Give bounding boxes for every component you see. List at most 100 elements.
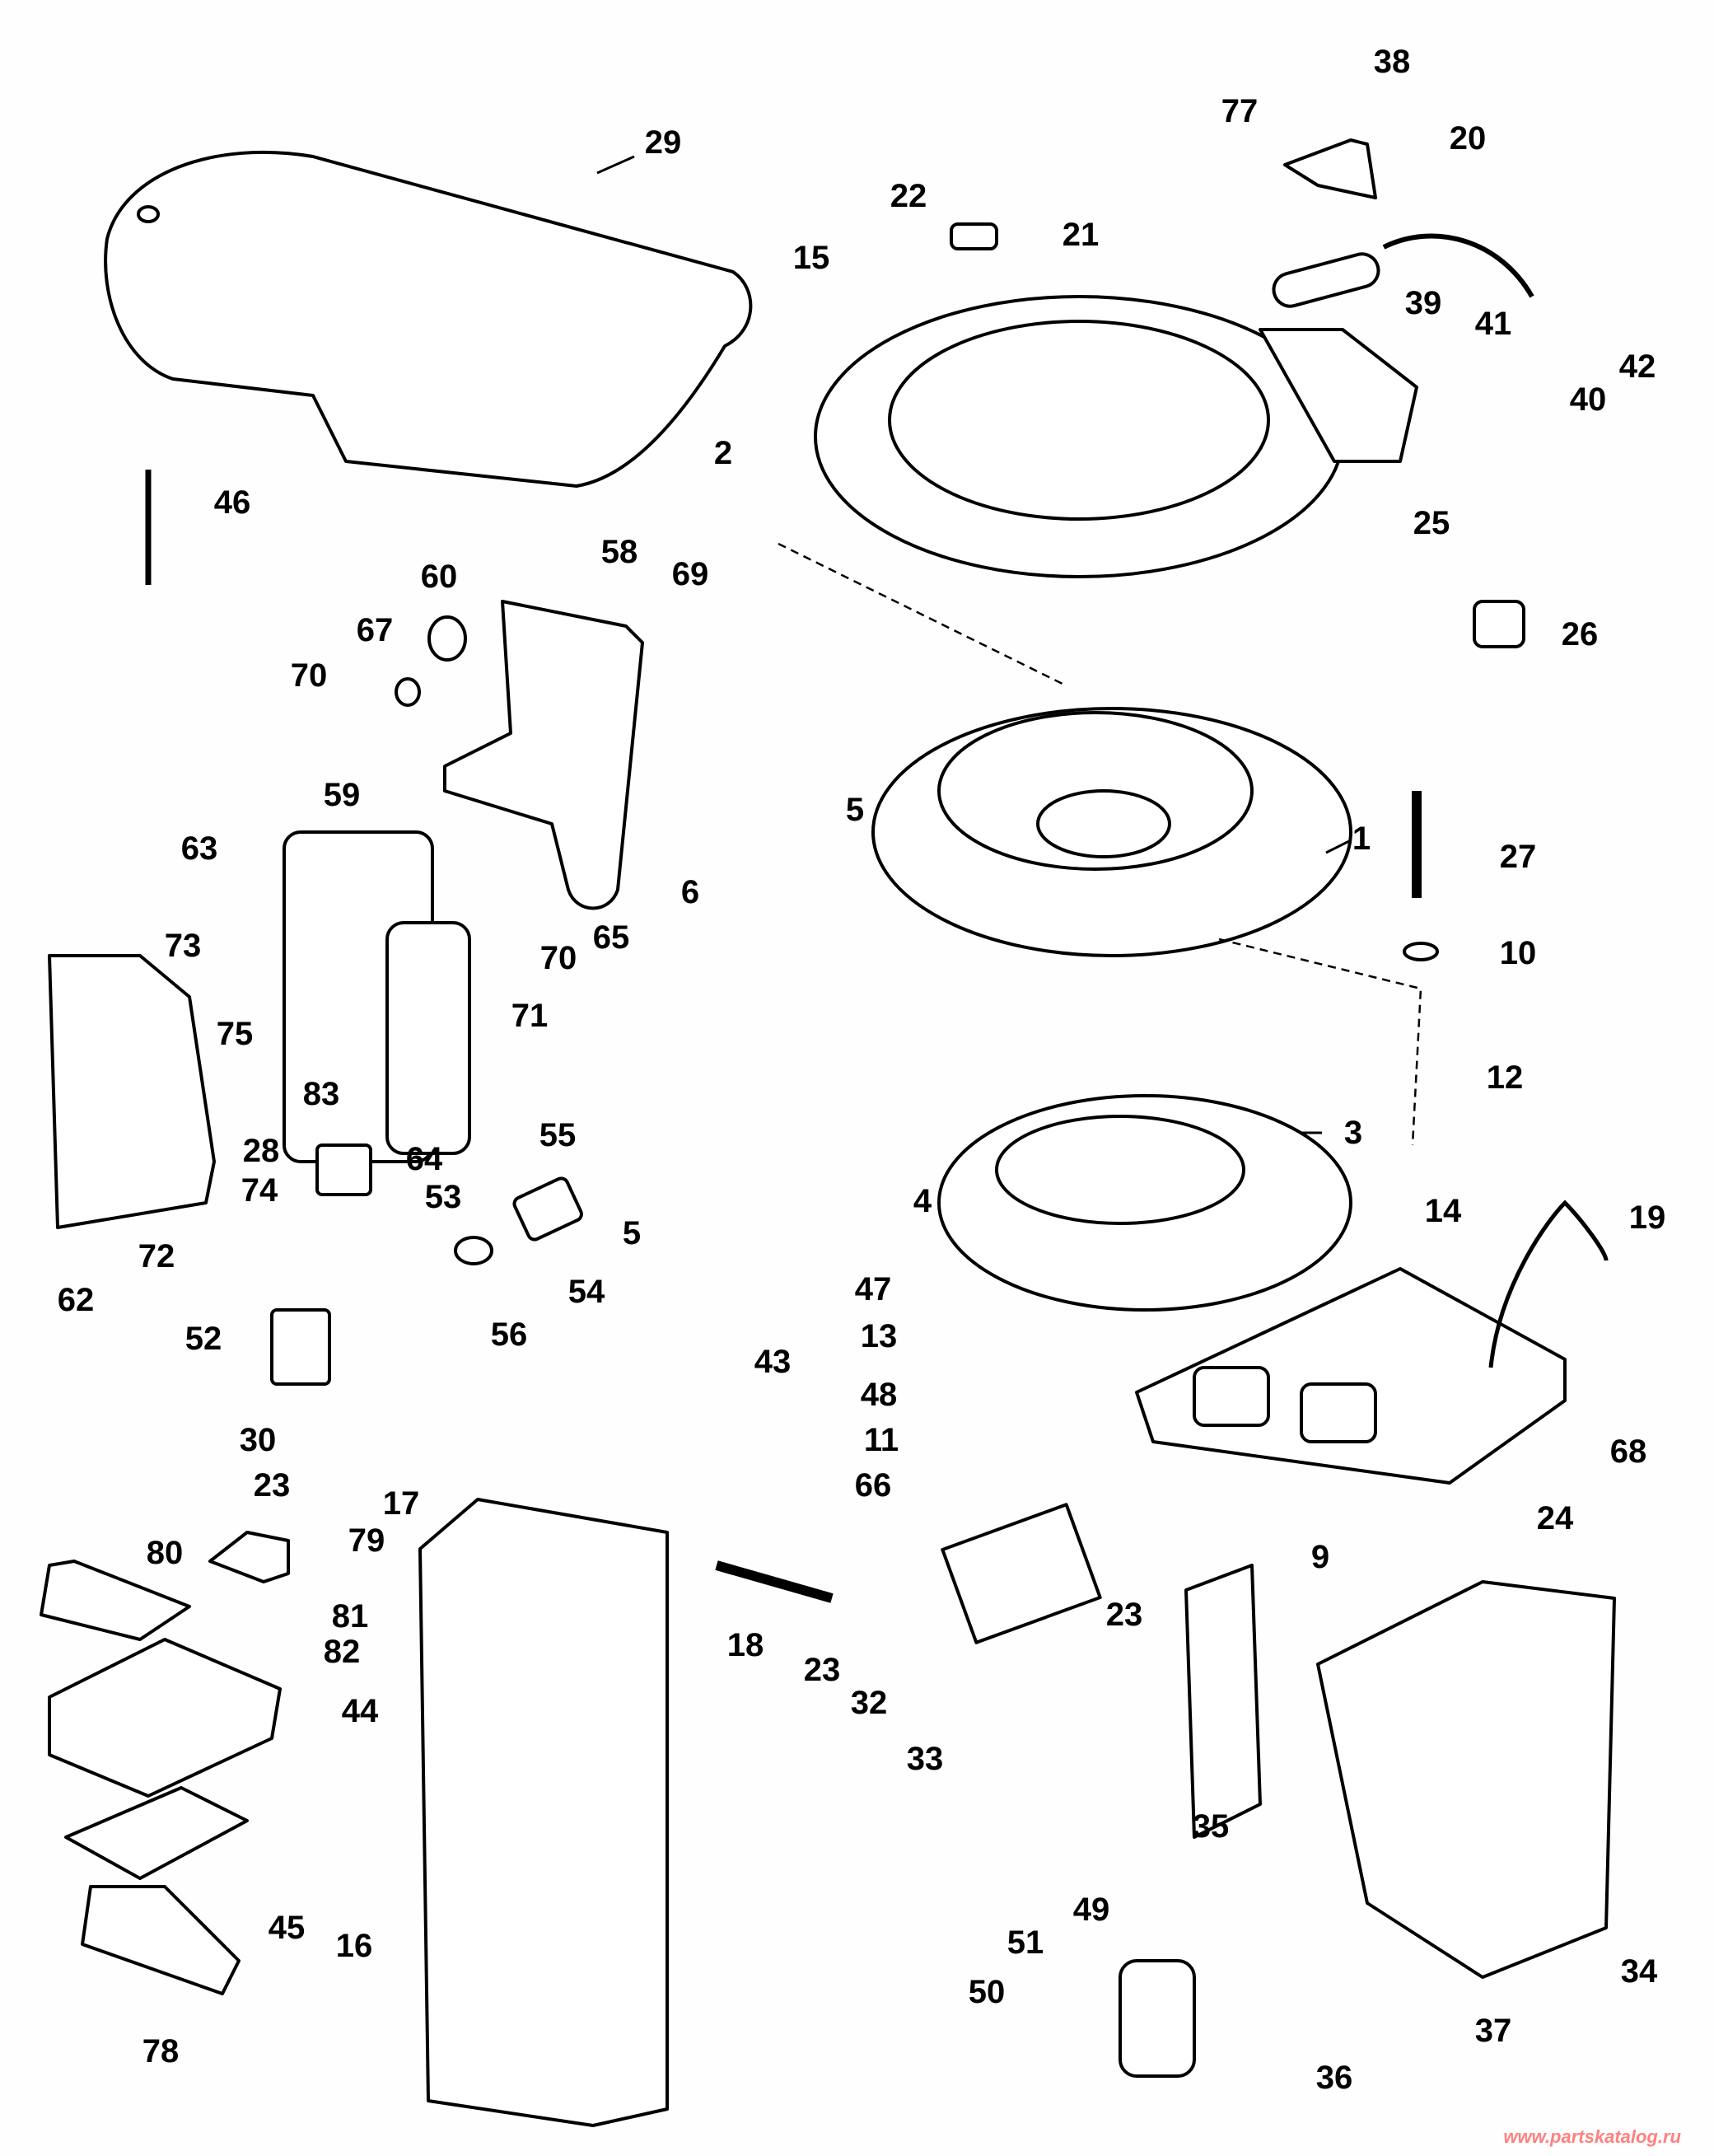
part-64-relay	[315, 1143, 372, 1196]
callout-48: 48	[860, 1377, 898, 1413]
callout-40: 40	[1569, 381, 1607, 418]
callout-54: 54	[567, 1274, 605, 1310]
callout-62: 62	[57, 1282, 95, 1318]
callout-36: 36	[1315, 2060, 1353, 2096]
callout-3: 3	[1343, 1115, 1363, 1151]
housing-extension	[1259, 328, 1418, 463]
callout-27: 27	[1499, 839, 1537, 875]
part-14-clamp	[1488, 1200, 1609, 1368]
part-79-cover	[208, 1531, 290, 1583]
part-34-ignition-bracket	[1316, 1580, 1616, 1979]
callout-1: 1	[1352, 821, 1371, 857]
part-9-gasket	[1184, 1564, 1262, 1839]
part-45-gasket	[64, 1786, 249, 1880]
pack-connector	[1300, 1382, 1377, 1443]
alignment-line	[778, 542, 1063, 685]
part-52-switch	[270, 1308, 331, 1386]
callout-74: 74	[241, 1172, 278, 1209]
callout-69: 69	[671, 556, 709, 592]
callout-21: 21	[1062, 217, 1100, 253]
callout-59: 59	[323, 777, 361, 813]
callout-49: 49	[1072, 1892, 1110, 1928]
callout-26: 26	[1561, 616, 1599, 652]
callout-70: 70	[539, 940, 577, 976]
flywheel-hub	[1036, 789, 1171, 858]
alignment-line	[1218, 938, 1422, 1146]
relay-box-side	[385, 921, 471, 1155]
callout-33: 33	[906, 1741, 944, 1777]
stator-inner	[995, 1115, 1245, 1225]
callout-41: 41	[1474, 306, 1512, 342]
callout-81: 81	[331, 1598, 369, 1635]
leader-line	[1325, 839, 1352, 854]
callout-55: 55	[539, 1117, 577, 1153]
part-18-bolt	[715, 1560, 834, 1603]
callout-58: 58	[600, 534, 638, 570]
callout-42: 42	[1618, 348, 1656, 385]
callout-83: 83	[302, 1076, 340, 1112]
callout-15: 15	[792, 240, 830, 276]
callout-34: 34	[1620, 1953, 1658, 1990]
callout-35: 35	[1192, 1808, 1230, 1845]
callout-28: 28	[242, 1133, 280, 1169]
callout-56: 56	[490, 1317, 528, 1353]
callout-17: 17	[382, 1485, 420, 1522]
callout-65: 65	[592, 919, 630, 956]
cover-hole	[137, 205, 160, 223]
callout-73: 73	[164, 928, 202, 964]
callout-5: 5	[622, 1215, 642, 1251]
part-17-shield	[418, 1498, 669, 2127]
callout-71: 71	[511, 998, 549, 1034]
part-33-ignition-coil	[941, 1503, 1102, 1644]
callout-14: 14	[1424, 1193, 1462, 1229]
callout-44: 44	[341, 1693, 379, 1729]
callout-82: 82	[323, 1634, 361, 1670]
callout-30: 30	[239, 1422, 277, 1458]
callout-5: 5	[845, 792, 865, 828]
housing-inner	[888, 320, 1270, 521]
callout-37: 37	[1474, 2013, 1512, 2049]
callout-6: 6	[680, 874, 700, 910]
leader-line	[596, 155, 635, 175]
callout-67: 67	[356, 612, 394, 648]
part-56-nut	[454, 1236, 493, 1265]
part-58-bracket	[443, 600, 644, 910]
callout-51: 51	[1006, 1924, 1044, 1961]
callout-75: 75	[216, 1016, 254, 1052]
callout-24: 24	[1536, 1500, 1574, 1536]
callout-53: 53	[424, 1179, 462, 1215]
callout-80: 80	[146, 1535, 184, 1571]
part-29-flywheel-cover	[104, 150, 753, 488]
callout-19: 19	[1628, 1200, 1666, 1236]
part-39-sensor	[1272, 252, 1380, 308]
callout-72: 72	[138, 1238, 175, 1274]
callout-13: 13	[860, 1318, 898, 1354]
callout-70: 70	[290, 657, 328, 694]
part-60-grommet	[427, 615, 467, 662]
part-74-cover	[48, 954, 216, 1229]
callout-18: 18	[726, 1627, 764, 1663]
callout-66: 66	[854, 1467, 892, 1504]
watermark-link[interactable]: www.partskatalog.ru	[1503, 2126, 1681, 2147]
part-80-cover	[40, 1560, 191, 1641]
callout-46: 46	[213, 484, 251, 521]
callout-50: 50	[968, 1974, 1006, 2010]
callout-9: 9	[1310, 1539, 1330, 1575]
callout-38: 38	[1373, 44, 1411, 80]
callout-23: 23	[803, 1652, 841, 1688]
callout-16: 16	[335, 1928, 373, 1964]
part-54-connector	[512, 1176, 583, 1242]
callout-20: 20	[1449, 120, 1487, 157]
callout-47: 47	[854, 1271, 892, 1307]
callout-77: 77	[1221, 93, 1259, 129]
callout-79: 79	[348, 1522, 385, 1559]
part-20-bracket	[1283, 138, 1377, 199]
callout-64: 64	[405, 1141, 443, 1177]
part-67-washer	[395, 677, 421, 707]
callout-78: 78	[142, 2033, 180, 2069]
part-10-washer	[1403, 942, 1439, 961]
part-39-cable	[1382, 233, 1534, 298]
callout-25: 25	[1413, 505, 1450, 541]
